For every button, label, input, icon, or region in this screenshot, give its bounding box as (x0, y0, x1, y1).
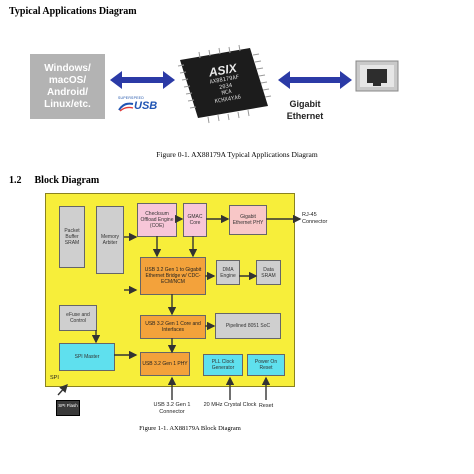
memory-arbiter: Memory Arbiter (96, 206, 124, 274)
efuse-and-control: eFuse and Control (59, 305, 97, 331)
spi-flash-label: SPI Flash (58, 403, 78, 408)
reset-label: Reset (258, 403, 274, 409)
usb-to-ethernet-bridge: USB 3.2 Gen 1 to Gigabit Ethernet Bridge… (140, 257, 206, 295)
ethernet-line-2: Ethernet (286, 111, 324, 121)
usb-logo-text: USB (134, 100, 158, 112)
rj45-connector-label: RJ-45 Connector (302, 212, 328, 225)
figure-1-1-caption: Figure 1-1. AX88179A Block Diagram (139, 425, 241, 432)
usb-double-arrow (110, 71, 175, 89)
pipelined-8051-soc: Pipelined 8051 SoC (215, 313, 281, 339)
spi-master: SPI Master (59, 343, 115, 371)
packet-buffer-sram: Packet Buffer SRAM (59, 206, 85, 268)
spi-flash-box: SPI Flash (56, 400, 80, 416)
usb-logo-top: SUPERSPEED (118, 96, 144, 100)
os-line-2: macOS/ (48, 74, 87, 86)
application-diagram-art (110, 44, 399, 124)
usb-swoosh-icon (118, 102, 134, 112)
ethernet-line-1: Gigabit (289, 99, 321, 109)
usb-phy: USB 3.2 Gen 1 PHY (140, 352, 190, 376)
rj45-port-icon (355, 60, 399, 92)
heading-number: 1.2 (9, 175, 22, 186)
os-line-1: Windows/ (44, 62, 91, 74)
gigabit-ethernet-phy: Gigabit Ethernet PHY (229, 205, 267, 235)
gmac-core: GMAC Core (183, 203, 207, 237)
ax88179a-chip-icon (177, 44, 272, 124)
usb-logo: SUPERSPEED USB (118, 96, 162, 114)
os-platforms-box: Windows/ macOS/ Android/ Linux/etc. (30, 54, 105, 119)
gigabit-ethernet-label: Gigabit Ethernet (280, 98, 330, 122)
pll-clock-generator: PLL Clock Generator (203, 354, 243, 376)
power-on-reset: Power On Reset (247, 354, 285, 376)
os-line-3: Android/ (46, 86, 89, 98)
section-heading: Typical Applications Diagram (9, 6, 137, 17)
usb-core-and-interfaces: USB 3.2 Gen 1 Core and Interfaces (140, 315, 206, 339)
usb-connector-label: USB 3.2 Gen 1 Connector (153, 402, 191, 415)
figure-0-1-caption: Figure 0-1. AX88179A Typical Application… (156, 150, 318, 159)
heading-title: Block Diagram (34, 175, 100, 186)
os-line-4: Linux/etc. (44, 98, 91, 110)
dma-engine: DMA Engine (216, 260, 240, 285)
data-sram: Data SRAM (256, 260, 281, 285)
ethernet-double-arrow (278, 71, 352, 89)
spi-label: SPI (50, 375, 59, 381)
block-diagram-frame: Packet Buffer SRAM Memory Arbiter Checks… (45, 193, 295, 387)
crystal-clock-label: 20 MHz Crystal Clock (203, 402, 257, 408)
block-diagram-heading: 1.2 Block Diagram (9, 175, 99, 186)
